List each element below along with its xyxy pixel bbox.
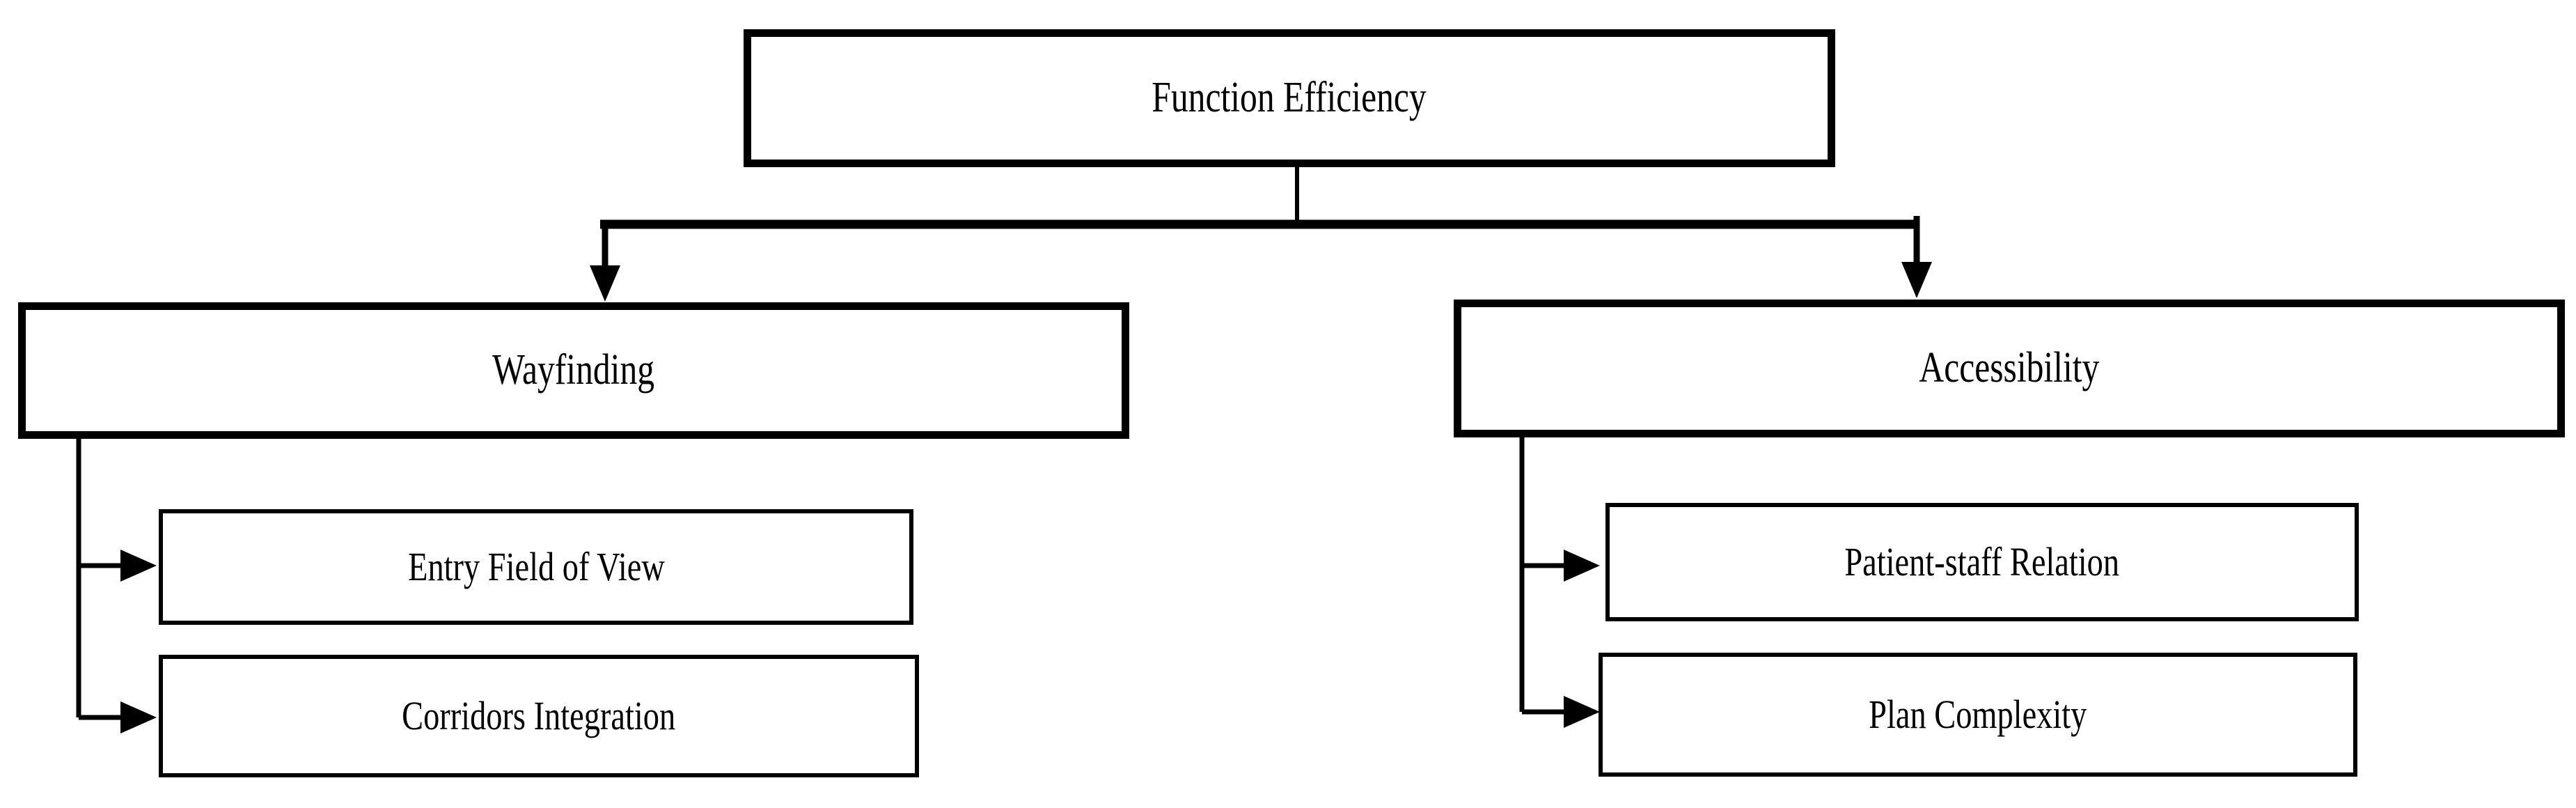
node-accessibility[interactable]: Accessibility (1454, 300, 2565, 437)
arrowhead-accessibility-to-patient-staff-relation (1564, 550, 1600, 582)
node-entry-field-of-view[interactable]: Entry Field of View (159, 509, 913, 625)
node-patient-staff-relation[interactable]: Patient-staff Relation (1605, 503, 2359, 621)
node-plan-complexity[interactable]: Plan Complexity (1599, 653, 2357, 777)
node-wayfinding-label: Wayfinding (492, 346, 655, 394)
arrowhead-root-to-wayfinding (590, 265, 620, 302)
arrowhead-wayfinding-to-entry-field-of-view (120, 550, 157, 582)
arrowhead-accessibility-to-plan-complexity (1564, 696, 1600, 728)
node-function-efficiency[interactable]: Function Efficiency (744, 29, 1835, 167)
node-wayfinding[interactable]: Wayfinding (18, 302, 1129, 439)
arrowhead-wayfinding-to-corridors-integration (120, 701, 157, 733)
node-accessibility-label: Accessibility (1919, 344, 2100, 392)
node-plan-complexity-label: Plan Complexity (1869, 691, 2087, 737)
node-corridors-integration-label: Corridors Integration (402, 692, 676, 738)
node-patient-staff-relation-label: Patient-staff Relation (1844, 538, 2120, 584)
node-corridors-integration[interactable]: Corridors Integration (159, 655, 919, 777)
arrowhead-root-to-accessibility (1901, 262, 1932, 298)
node-function-efficiency-label: Function Efficiency (1152, 74, 1427, 122)
node-entry-field-of-view-label: Entry Field of View (407, 543, 665, 589)
